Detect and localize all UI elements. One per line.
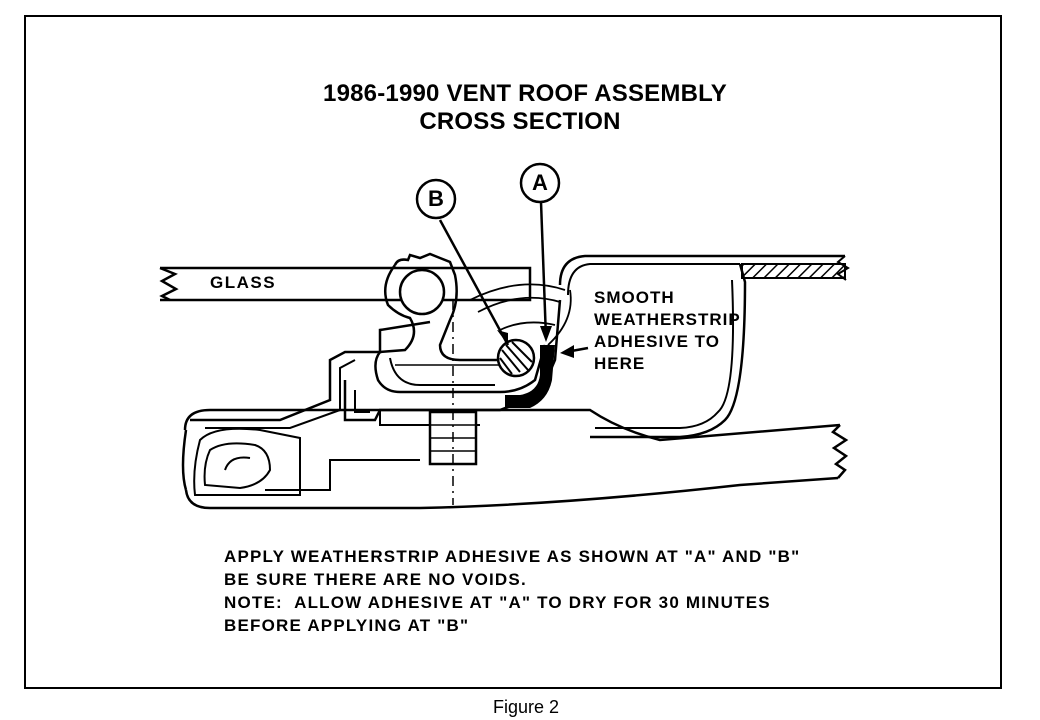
note-line: BE SURE THERE ARE NO VOIDS. [224,570,527,589]
bolt [428,300,478,505]
figure-frame [24,15,1002,689]
adhesive-callout: SMOOTH WEATHERSTRIP ADHESIVE TO HERE [594,287,741,375]
leader-lines [438,201,589,358]
marker-a-label: A [532,170,548,195]
adhesive-a [505,345,555,408]
callout-line: SMOOTH [594,288,675,307]
marker-a-circle [519,162,561,204]
callout-line: HERE [594,354,646,373]
lower-body-rail [181,408,849,510]
instruction-notes: APPLY WEATHERSTRIP ADHESIVE AS SHOWN AT … [224,545,800,637]
roof-panel [558,254,850,439]
diagram-subtitle: CROSS SECTION [419,108,621,135]
figure-caption: Figure 2 [492,697,560,717]
adhesive-b [496,338,536,378]
marker-b-circle [415,178,457,220]
weatherstrip-seal [374,252,572,394]
glass-label: GLASS [210,273,277,292]
note-line: NOTE: ALLOW ADHESIVE AT "A" TO DRY FOR 3… [224,593,771,612]
note-line: BEFORE APPLYING AT "B" [224,616,470,635]
callout-line: WEATHERSTRIP [594,310,741,329]
diagram-title: 1986-1990 VENT ROOF ASSEMBLY [323,80,727,107]
callout-line: ADHESIVE TO [594,332,720,351]
note-line: APPLY WEATHERSTRIP ADHESIVE AS SHOWN AT … [224,547,801,566]
marker-b-label: B [428,186,444,211]
